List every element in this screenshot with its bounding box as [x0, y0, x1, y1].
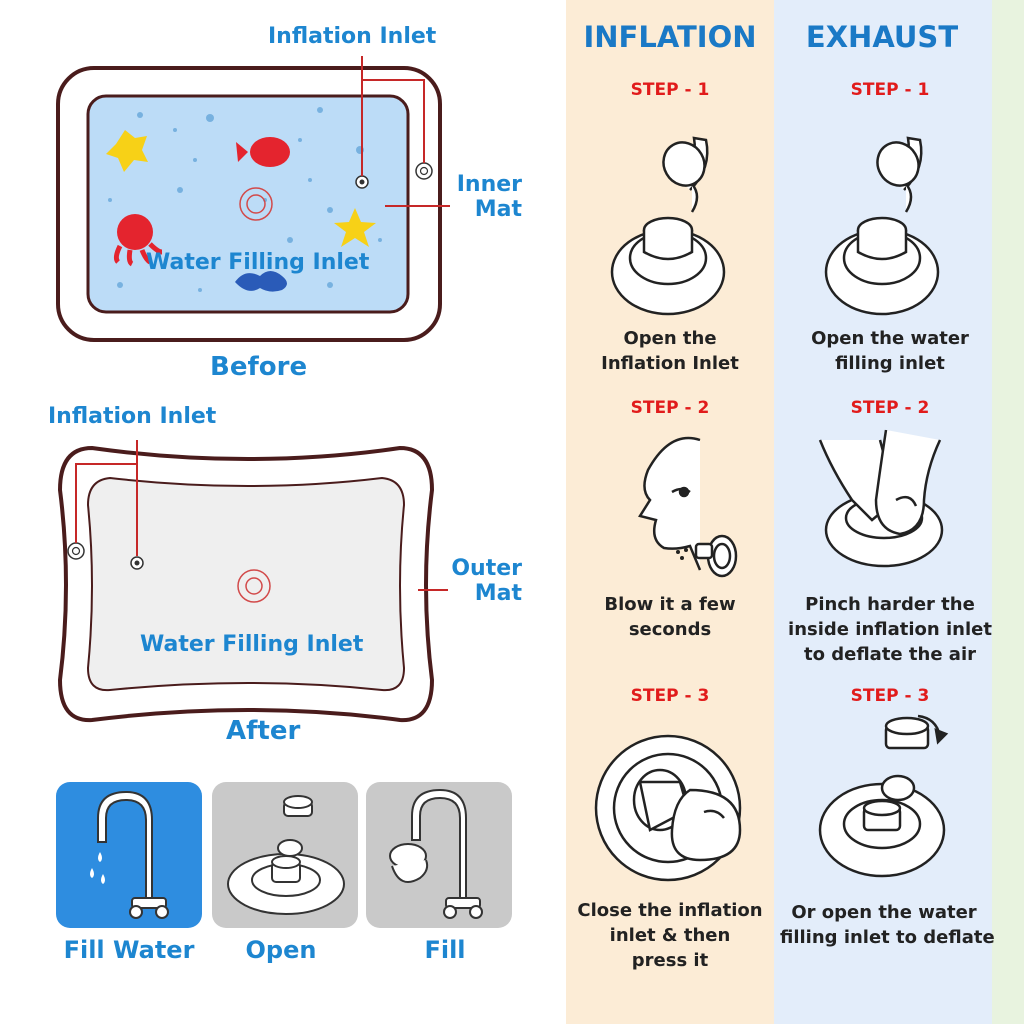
- yellow-star-toy: [334, 208, 376, 247]
- open-label: Open: [245, 936, 317, 964]
- air-dots: [676, 548, 688, 560]
- after-caption: After: [226, 716, 301, 746]
- outer-mat-label: Outer Mat: [451, 556, 522, 606]
- inflation-step-1-caption: Open the Inflation Inlet: [601, 328, 739, 374]
- inner-mat-label: Inner Mat: [456, 172, 522, 222]
- fill-faucet-icon: [389, 788, 483, 919]
- exhaust-step-3: STEP - 3: [850, 686, 930, 706]
- yellow-turtle-toy: [106, 130, 148, 172]
- exhaust-step1-valve-icon: [824, 136, 940, 316]
- blue-seahorse-toy: [235, 271, 287, 292]
- fill-water-label: Fill Water: [63, 936, 195, 964]
- after-inflation-inlet-label: Inflation Inlet: [48, 404, 217, 429]
- exhaust-step-2-caption: Pinch harder the inside inflation inlet …: [788, 594, 992, 665]
- water-drops-icon: [90, 852, 105, 884]
- inflation-step1-valve-icon: [610, 136, 726, 316]
- inflation-step3-press-icon: [594, 734, 742, 882]
- open-valve-icon: [227, 795, 345, 915]
- after-water-inlet-label: Water Filling Inlet: [140, 632, 364, 657]
- exhaust-step-3-caption: Or open the water filling inlet to defla…: [780, 902, 995, 948]
- before-outer-valve-icon: [415, 162, 433, 180]
- exhaust-step-1-caption: Open the water filling inlet: [811, 328, 969, 374]
- before-caption: Before: [210, 352, 308, 382]
- blowing-face-icon: [638, 436, 738, 578]
- right-edge-strip: [992, 0, 1024, 1024]
- inflation-step-1: STEP - 1: [630, 80, 710, 100]
- red-octopus-toy: [117, 214, 153, 250]
- water-bubbles: [108, 107, 382, 292]
- pinch-fingers-icon: [818, 429, 944, 568]
- faucet-icon: [97, 790, 169, 919]
- before-inner-mat: [86, 94, 410, 314]
- inflation-step-3-caption: Close the inflation inlet & then press i…: [577, 900, 763, 971]
- inflation-step-2: STEP - 2: [630, 398, 710, 418]
- red-fish-toy: [250, 137, 290, 167]
- exhaust-step3-cap-icon: [818, 714, 949, 878]
- after-outer-valve-icon: [67, 542, 85, 560]
- inflation-step-3: STEP - 3: [630, 686, 710, 706]
- before-inflation-inlet-label: Inflation Inlet: [268, 24, 437, 49]
- exhaust-step-2: STEP - 2: [850, 398, 930, 418]
- inflation-step-2-caption: Blow it a few seconds: [604, 594, 736, 640]
- exhaust-title: EXHAUST: [805, 20, 959, 54]
- before-callout-lines: [361, 56, 450, 207]
- fill-label: Fill: [424, 936, 466, 964]
- after-callout-lines: [75, 440, 448, 591]
- before-water-inlet-label: Water Filling Inlet: [146, 250, 370, 275]
- inflation-title: INFLATION: [583, 20, 757, 54]
- exhaust-step-1: STEP - 1: [850, 80, 930, 100]
